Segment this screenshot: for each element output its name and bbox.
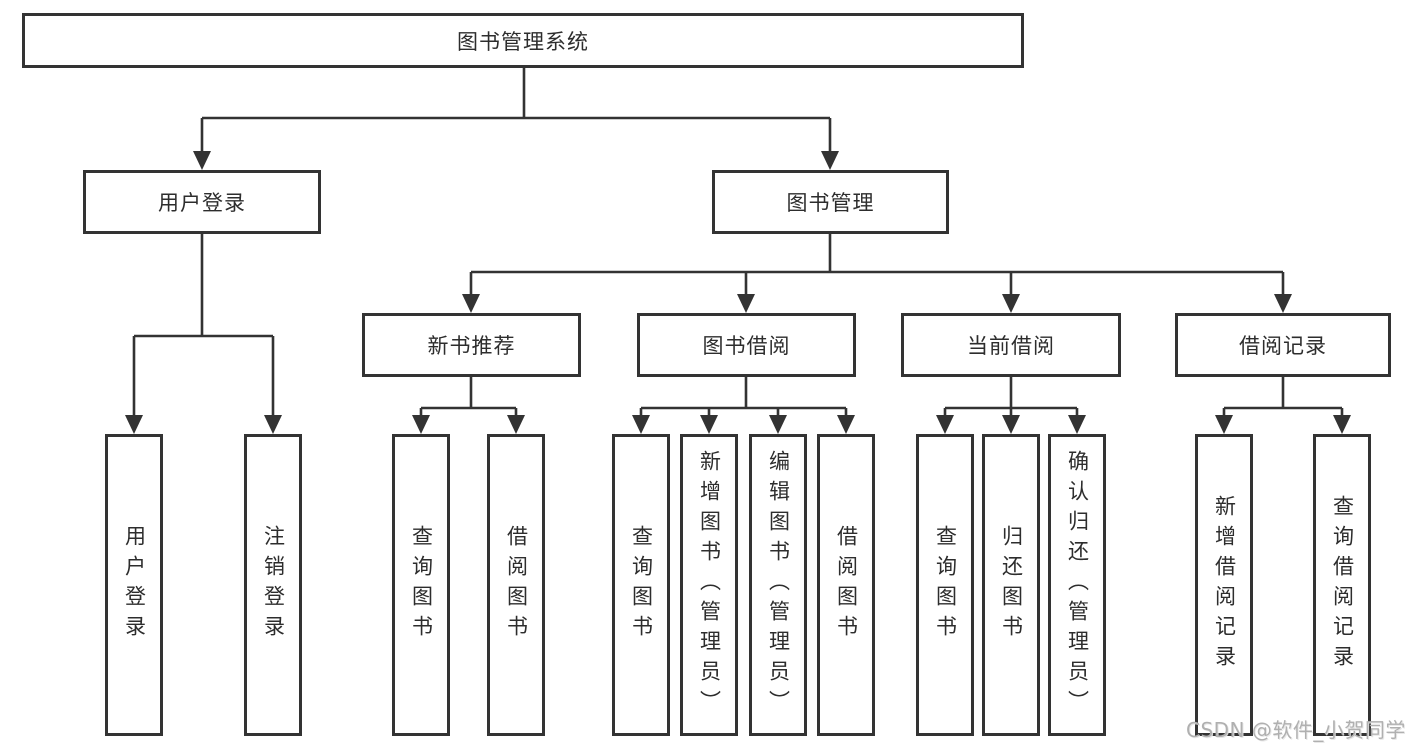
node-leaf-add-books-admin: 新增图书（管理员）	[680, 434, 738, 736]
node-label: 图书管理	[786, 191, 875, 215]
connector-user-login-children	[132, 234, 275, 417]
node-user-login: 用户登录	[83, 170, 321, 234]
connector-borrow-record-children	[1222, 377, 1344, 417]
node-label: 归还图书	[999, 525, 1024, 645]
node-label: 查询借阅记录	[1330, 495, 1355, 675]
connector-book-borrow-children	[639, 377, 848, 417]
node-label: 查询图书	[409, 525, 434, 645]
node-leaf-borrow-books: 借阅图书	[817, 434, 875, 736]
node-leaf-query-books-borrowing: 查询图书	[612, 434, 670, 736]
node-leaf-borrow-books-recommend: 借阅图书	[487, 434, 545, 736]
node-label: 查询图书	[629, 525, 654, 645]
node-label: 新增借阅记录	[1212, 495, 1237, 675]
connector-book-management-children	[469, 234, 1285, 296]
node-label: 确认归还（管理员）	[1065, 450, 1090, 720]
node-label: 当前借阅	[967, 334, 1055, 358]
node-label: 注销登录	[261, 525, 286, 645]
node-label: 借阅图书	[834, 525, 859, 645]
node-label: 图书管理系统	[457, 29, 589, 54]
node-leaf-return-books: 归还图书	[982, 434, 1040, 736]
node-leaf-logout: 注销登录	[244, 434, 302, 736]
node-leaf-add-borrow-record: 新增借阅记录	[1195, 434, 1253, 736]
node-label: 用户登录	[158, 191, 246, 215]
watermark: CSDN @软件_小贺同学	[1186, 718, 1405, 742]
node-leaf-edit-books-admin: 编辑图书（管理员）	[749, 434, 807, 736]
node-label: 编辑图书（管理员）	[766, 450, 791, 720]
node-leaf-confirm-return-admin: 确认归还（管理员）	[1048, 434, 1106, 736]
node-book-management: 图书管理	[712, 170, 949, 234]
connector-root-to-level2	[200, 68, 832, 153]
node-label: 借阅记录	[1239, 334, 1327, 358]
node-label: 用户登录	[122, 525, 147, 645]
node-label: 图书借阅	[702, 334, 791, 358]
node-current-borrowing: 当前借阅	[901, 313, 1121, 377]
node-leaf-query-books-current: 查询图书	[916, 434, 974, 736]
node-label: 查询图书	[933, 525, 958, 645]
node-leaf-user-login: 用户登录	[105, 434, 163, 736]
node-leaf-query-borrow-record: 查询借阅记录	[1313, 434, 1371, 736]
node-book-borrowing: 图书借阅	[637, 313, 856, 377]
node-borrowing-records: 借阅记录	[1175, 313, 1391, 377]
node-new-book-recommendation: 新书推荐	[362, 313, 581, 377]
node-label: 新增图书（管理员）	[697, 450, 722, 720]
node-library-management-system: 图书管理系统	[22, 13, 1024, 68]
node-label: 新书推荐	[427, 334, 516, 358]
node-leaf-query-books-recommend: 查询图书	[392, 434, 450, 736]
connector-current-borrow-children	[943, 377, 1079, 417]
connector-new-book-children	[419, 377, 518, 417]
arrowheads	[125, 151, 1351, 434]
node-label: 借阅图书	[504, 525, 529, 645]
